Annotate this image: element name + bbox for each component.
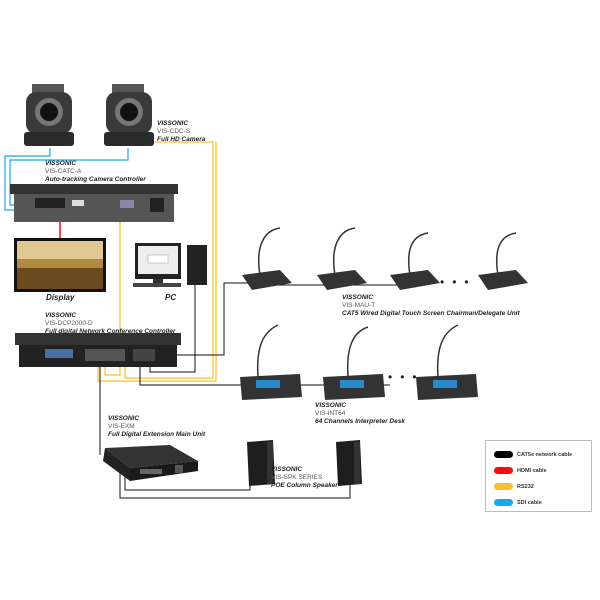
camera-1 xyxy=(24,84,74,146)
description: Auto-tracking Camera Controller xyxy=(45,176,146,183)
brand: VISSONIC xyxy=(157,120,189,127)
more-desks-dots: ••• xyxy=(388,370,425,384)
legend-label: HDMI cable xyxy=(517,467,547,474)
camera-controller xyxy=(10,184,178,222)
description: CAT5 Wired Digital Touch Screen Chairman… xyxy=(342,310,520,317)
display xyxy=(14,238,106,292)
legend-label: SDI cable xyxy=(517,499,542,506)
cat5e-swatch xyxy=(494,451,513,458)
model: VIS-SPK SERIES xyxy=(271,474,323,481)
delegate-unit xyxy=(390,232,440,290)
model: VIS-DCP2000-D xyxy=(45,320,93,327)
interpreter-desk xyxy=(240,324,302,400)
brand: VISSONIC xyxy=(45,312,77,319)
rs232-swatch xyxy=(494,483,513,490)
extension-unit-label: VISSONIC VIS-EXM Full Digital Extension … xyxy=(108,415,205,439)
description: POE Column Speaker xyxy=(271,482,338,489)
camera-controller-label: VISSONIC VIS-CATC-A Auto-tracking Camera… xyxy=(45,160,146,184)
model: VIS-INT64 xyxy=(315,410,346,417)
brand: VISSONIC xyxy=(45,160,77,167)
description: Full Digital Extension Main Unit xyxy=(108,431,206,438)
model: VIS-CATC-A xyxy=(45,168,82,175)
camera-label: VISSONIC VIS-CDC-S Full HD Camera xyxy=(157,120,205,144)
description: Full digital Network Conference Controll… xyxy=(45,328,176,335)
legend-item: RS232 xyxy=(494,479,591,494)
conference-controller-label: VISSONIC VIS-DCP2000-D Full digital Netw… xyxy=(45,312,175,336)
camera-2 xyxy=(104,84,154,146)
more-units-dots: ••• xyxy=(440,275,477,289)
interpreter-desk-label: VISSONIC VIS-INT64 64 Channels Interpret… xyxy=(315,402,405,426)
model: VIS-MAU-T xyxy=(342,302,376,309)
conference-controller xyxy=(15,333,181,367)
delegate-unit xyxy=(317,227,367,290)
legend-item: CAT5e network cable xyxy=(494,447,591,462)
extension-unit xyxy=(103,445,198,481)
model: VIS-EXM xyxy=(108,423,135,430)
display-label: Display xyxy=(46,293,75,302)
model: VIS-CDC-S xyxy=(157,128,191,135)
sdi-swatch xyxy=(494,499,513,506)
hdmi-swatch xyxy=(494,467,513,474)
legend-item: SDI cable xyxy=(494,495,591,510)
speaker-2 xyxy=(336,440,362,486)
description: 64 Channels Interpreter Desk xyxy=(315,418,405,425)
pc xyxy=(133,243,207,287)
delegate-unit-label: VISSONIC VIS-MAU-T CAT5 Wired Digital To… xyxy=(342,294,520,318)
description: Full HD Camera xyxy=(157,136,206,143)
brand: VISSONIC xyxy=(315,402,347,409)
speaker-1 xyxy=(247,440,275,486)
legend-label: CAT5e network cable xyxy=(517,451,573,458)
interpreter-desks xyxy=(240,324,478,400)
legend-item: HDMI cable xyxy=(494,463,591,478)
interpreter-desk xyxy=(416,324,478,400)
legend-label: RS232 xyxy=(517,483,534,490)
brand: VISSONIC xyxy=(108,415,140,422)
speaker-label: VISSONIC VIS-SPK SERIES POE Column Speak… xyxy=(271,466,338,490)
delegate-unit xyxy=(478,232,528,290)
delegate-units xyxy=(242,227,528,290)
brand: VISSONIC xyxy=(342,294,374,301)
cable-legend: CAT5e network cable HDMI cable RS232 SDI… xyxy=(485,440,592,512)
pc-label: PC xyxy=(165,293,177,302)
brand: VISSONIC xyxy=(271,466,303,473)
delegate-unit xyxy=(242,227,292,290)
interpreter-desk xyxy=(323,326,385,400)
